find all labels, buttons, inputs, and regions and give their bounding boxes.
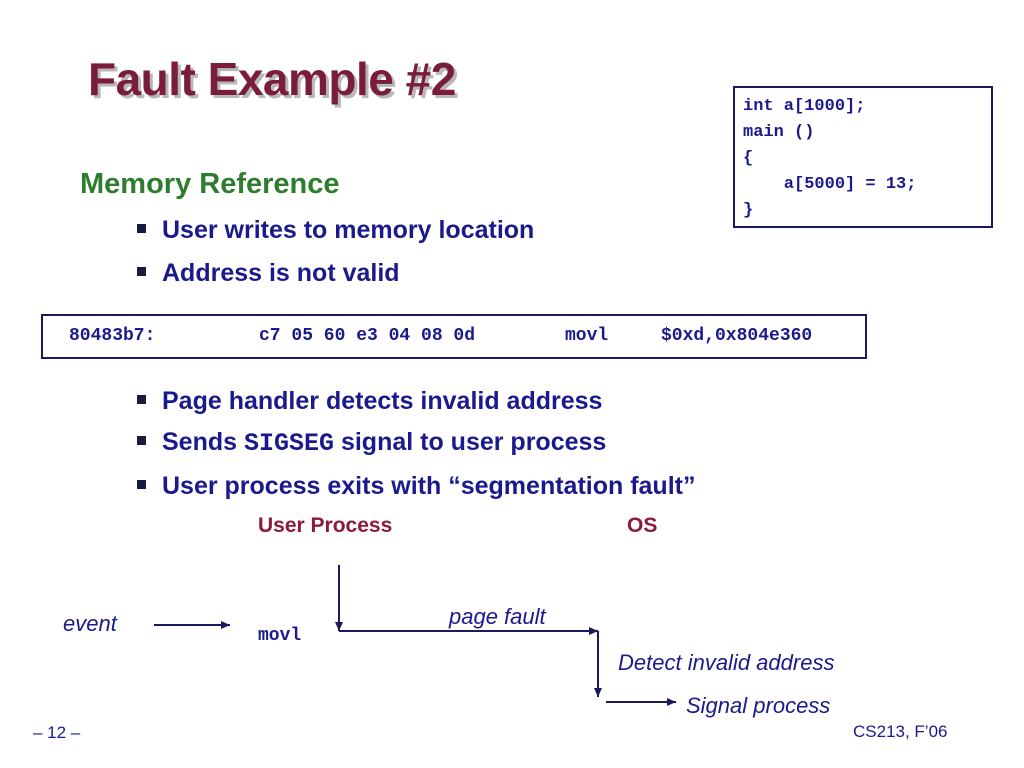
asm-operands: $0xd,0x804e360 xyxy=(661,326,813,346)
bullet-item: Page handler detects invalid address xyxy=(137,387,602,416)
slide-title: Fault Example #2 xyxy=(88,53,456,105)
square-bullet-icon xyxy=(137,435,146,445)
os-label: OS xyxy=(627,514,658,537)
code-line: { xyxy=(743,149,754,168)
asm-address: 80483b7: xyxy=(69,326,156,346)
bullet-item: User process exits with “segmentation fa… xyxy=(137,472,695,501)
detect-label: Detect invalid address xyxy=(618,650,835,675)
bullet-item: Sends SIGSEG signal to user process xyxy=(137,428,606,458)
code-line: int a[1000]; xyxy=(743,97,866,116)
course-label: CS213, F’06 xyxy=(853,722,948,741)
square-bullet-icon xyxy=(137,479,146,489)
code-line: a[5000] = 13; xyxy=(743,175,917,194)
user-process-label: User Process xyxy=(258,514,393,537)
bullet-text: Address is not valid xyxy=(162,259,400,287)
bullet-item: Address is not valid xyxy=(137,259,400,288)
bullet-code: SIGSEG xyxy=(243,429,334,458)
signal-label: Signal process xyxy=(686,693,831,718)
square-bullet-icon xyxy=(137,394,146,404)
event-label: event xyxy=(63,611,117,636)
c-code-box: int a[1000]; main () { a[5000] = 13; } xyxy=(733,86,993,228)
page-fault-label: page fault xyxy=(449,604,546,629)
code-line: main () xyxy=(743,123,815,142)
movl-label: movl xyxy=(258,626,302,646)
bullet-text-pre: Sends xyxy=(162,428,244,456)
square-bullet-icon xyxy=(137,223,146,233)
bullet-item: User writes to memory location xyxy=(137,216,534,245)
bullet-text-post: signal to user process xyxy=(334,428,607,456)
bullet-text: User process exits with “segmentation fa… xyxy=(162,472,696,500)
bullet-text: User writes to memory location xyxy=(162,216,535,244)
section-heading: Memory Reference xyxy=(80,168,340,200)
assembly-box: 80483b7: c7 05 60 e3 04 08 0d movl $0xd,… xyxy=(41,314,867,359)
asm-bytes: c7 05 60 e3 04 08 0d xyxy=(259,326,476,346)
asm-mnemonic: movl xyxy=(565,326,609,346)
code-line: } xyxy=(743,201,754,220)
page-number: – 12 – xyxy=(33,723,81,742)
bullet-text: Page handler detects invalid address xyxy=(162,387,603,415)
square-bullet-icon xyxy=(137,266,146,276)
